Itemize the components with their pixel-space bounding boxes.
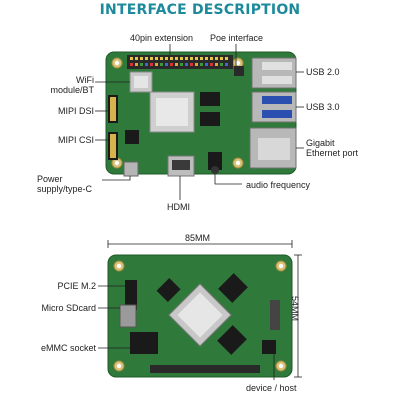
label-poe: Poe interface <box>210 33 264 43</box>
label-wifi-line2: module/BT <box>50 85 94 95</box>
bottom-board <box>107 254 293 378</box>
label-pcie: PCIE M.2 <box>57 281 96 291</box>
dimension-lines <box>107 240 302 378</box>
label-sdcard: Micro SDcard <box>41 303 96 313</box>
label-device-host: device / host <box>246 383 297 393</box>
label-mipi-dsi: MIPI DSI <box>57 106 94 116</box>
label-power-line1: Power <box>37 174 63 184</box>
top-leader-lines <box>95 44 304 200</box>
label-height: 54MM <box>290 296 300 322</box>
label-ethernet-line2: Ethernet port <box>306 148 359 158</box>
page-title: INTERFACE DESCRIPTION <box>99 2 301 18</box>
gpio-header <box>127 55 233 69</box>
label-hdmi: HDMI <box>167 202 190 212</box>
label-usb3: USB 3.0 <box>306 102 340 112</box>
label-power-line2: supply/type-C <box>37 184 93 194</box>
label-40pin: 40pin extension <box>130 33 194 43</box>
label-wifi-line1: WiFi <box>76 75 94 85</box>
label-usb2: USB 2.0 <box>306 67 340 77</box>
label-mipi-csi: MIPI CSI <box>57 135 94 145</box>
label-ethernet-line1: Gigabit <box>306 138 335 148</box>
top-board <box>105 51 297 177</box>
label-audio: audio frequency <box>246 180 311 190</box>
bottom-leader-lines <box>98 285 275 380</box>
label-emmc: eMMC socket <box>40 343 96 353</box>
label-width: 85MM <box>185 233 211 243</box>
